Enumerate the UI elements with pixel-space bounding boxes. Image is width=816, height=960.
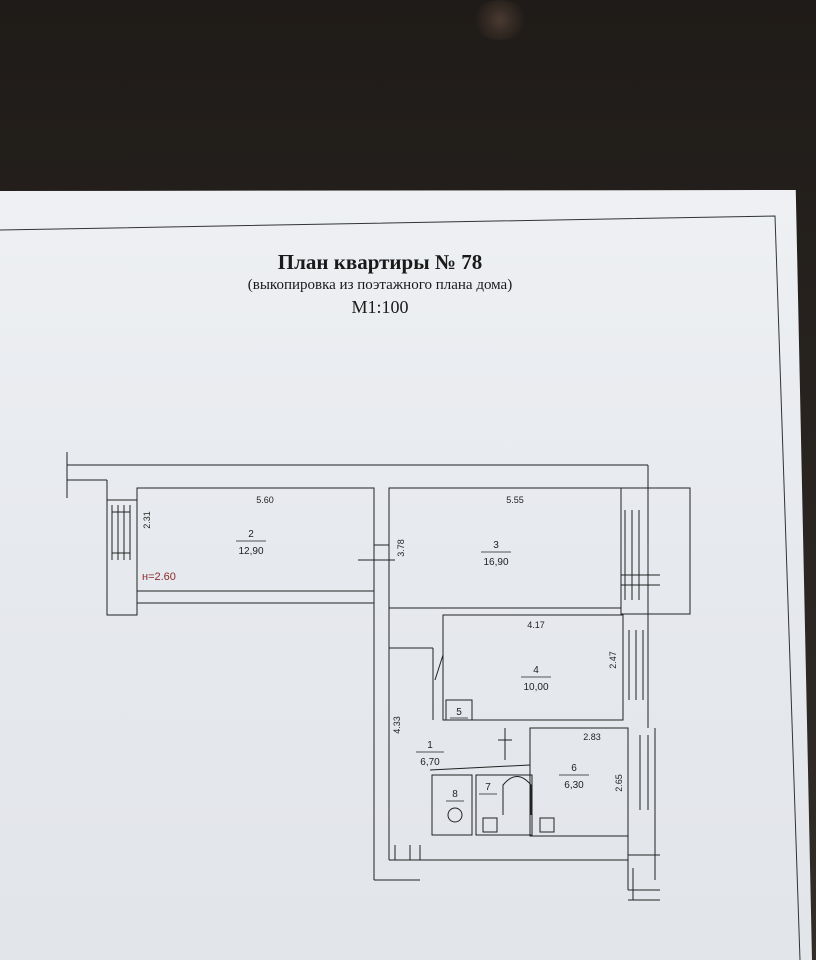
table-stain — [470, 0, 530, 40]
plan-title: План квартиры № 78 — [277, 250, 483, 274]
paper-sheet — [0, 190, 812, 960]
bath-symbol — [502, 776, 532, 815]
room-area: 10,00 — [523, 682, 548, 693]
room-number: 1 — [427, 740, 433, 751]
dim-room4-width: 4.17 — [527, 620, 545, 630]
dim-room6-depth: 2.65 — [614, 774, 624, 792]
room-number: 3 — [493, 540, 499, 551]
room-5-label: 5 — [450, 707, 468, 719]
plan-subtitle: (выкопировка из поэтажного плана дома) — [247, 277, 513, 293]
room-number: 4 — [533, 665, 539, 676]
room-7-outline — [475, 774, 533, 836]
room-number: 6 — [571, 763, 577, 774]
room-4-outline — [442, 614, 624, 721]
toilet-symbol — [447, 807, 463, 823]
plan-walls — [66, 452, 691, 901]
room-area: 12,90 — [238, 546, 263, 557]
room-7-label: 7 — [479, 782, 497, 795]
room-8-label: 8 — [446, 789, 464, 802]
ceiling-height-mark: н=2.60 — [142, 571, 176, 583]
room-area: 6,70 — [420, 757, 440, 768]
room-8-outline — [431, 774, 473, 836]
room-2-label: 2 12,90 — [236, 529, 266, 557]
room-5-outline — [445, 699, 473, 721]
room-number: 2 — [248, 529, 254, 540]
dim-room2-depth: 2.31 — [142, 511, 152, 529]
room-number: 7 — [485, 782, 491, 793]
room-4-label: 4 10,00 — [521, 665, 551, 693]
room-number: 8 — [452, 789, 458, 800]
plan-scale: М1:100 — [351, 297, 409, 317]
page-border — [0, 215, 801, 960]
room-3-label: 3 16,90 — [481, 540, 511, 568]
room-6-label: 6 6,30 — [559, 763, 589, 791]
room-3-outline — [388, 487, 622, 609]
room-1-label: 1 6,70 — [416, 740, 444, 768]
dim-room6-width: 2.83 — [583, 732, 601, 742]
dim-room2-width: 5.60 — [256, 495, 274, 505]
dim-room1-depth: 4.33 — [392, 716, 402, 734]
dim-room4-depth: 2.47 — [608, 651, 618, 669]
dim-room3-depth: 3.78 — [396, 539, 406, 557]
room-area: 16,90 — [483, 557, 508, 568]
balcony — [647, 487, 691, 615]
room-number: 5 — [456, 707, 462, 718]
room-area: 6,30 — [564, 780, 584, 791]
dim-room3-width: 5.55 — [506, 495, 524, 505]
